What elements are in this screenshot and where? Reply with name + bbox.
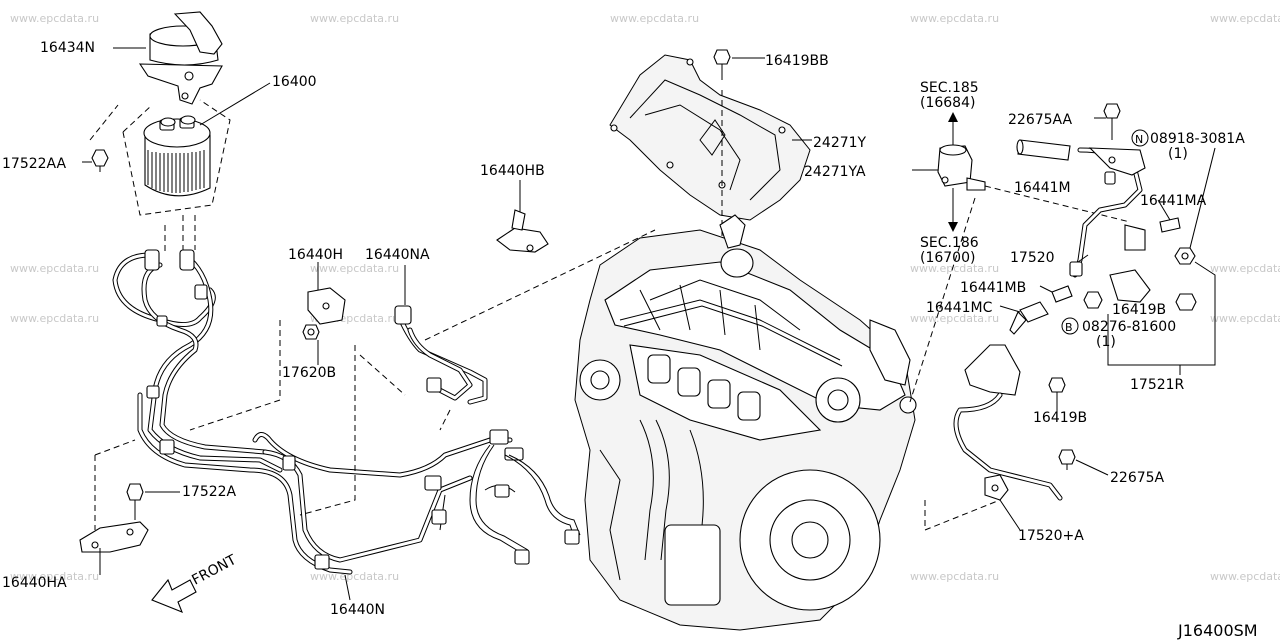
label-24271Y: 24271Y <box>813 135 867 151</box>
fuel-filter-drawing <box>143 115 211 197</box>
fuel-pipe-17520A <box>953 344 1063 501</box>
fuel-pipe-left <box>112 249 524 575</box>
label-22675AA: 22675AA <box>1008 112 1073 128</box>
label-16441M: 16441M <box>1014 180 1071 196</box>
hose-16441M <box>1016 139 1071 161</box>
label-17520: 17520 <box>1010 250 1055 266</box>
watermark-text: www.epcdata.ru <box>10 262 99 275</box>
label-sec185-ref: (16684) <box>920 95 975 111</box>
watermark-text: www.epcdata.ru <box>1210 570 1280 583</box>
label-16441MA: 16441MA <box>1140 193 1207 209</box>
label-08276-81600: 08276-81600 <box>1082 319 1176 335</box>
watermark-text: www.epcdata.ru <box>1210 262 1280 275</box>
bolt-22675A <box>1058 449 1076 470</box>
engine-cover-24271Y <box>609 54 811 221</box>
bolt-16419BB <box>713 49 731 80</box>
bracket-16440HA <box>79 521 149 553</box>
watermark-text: www.epcdata.ru <box>1210 12 1280 25</box>
diagram-code: J16400SM <box>1177 621 1258 640</box>
bolt-17522AA <box>91 149 109 172</box>
clip-16440NA <box>394 305 488 405</box>
label-24271YA: 24271YA <box>804 164 866 180</box>
label-16419BB: 16419BB <box>765 53 829 69</box>
watermark-text: www.epcdata.ru <box>10 12 99 25</box>
fuel-pipe-17520 <box>1069 147 1181 278</box>
engine-block-drawing <box>574 214 917 631</box>
label-16440HB: 16440HB <box>480 163 545 179</box>
label-sec186: SEC.186 <box>920 235 979 251</box>
b-mark-icon: B <box>1061 317 1079 335</box>
n-mark-text: N <box>1135 133 1143 146</box>
return-lines <box>431 444 581 565</box>
bolt-17522A <box>126 483 144 520</box>
bracket-16440HB <box>496 209 549 253</box>
label-16440H: 16440H <box>288 247 343 263</box>
label-front: FRONT <box>189 552 239 589</box>
bracket-17521R <box>1083 269 1197 311</box>
label-08276-qty: (1) <box>1096 334 1116 350</box>
watermark-text: www.epcdata.ru <box>910 12 999 25</box>
label-16419B-lower: 16419B <box>1033 410 1087 426</box>
label-17522A: 17522A <box>182 484 237 500</box>
label-16441MB: 16441MB <box>960 280 1026 296</box>
label-sec186-ref: (16700) <box>920 250 975 266</box>
bracket-16440H <box>302 287 346 340</box>
hose-16441MB <box>1051 285 1073 303</box>
label-16440HA: 16440HA <box>2 575 67 591</box>
label-22675A: 22675A <box>1110 470 1165 486</box>
label-16440NA: 16440NA <box>365 247 430 263</box>
label-17620B: 17620B <box>282 365 336 381</box>
front-arrow <box>151 578 197 613</box>
watermark-text: www.epcdata.ru <box>910 570 999 583</box>
bolt-16419B-lower <box>1048 377 1066 408</box>
label-16400: 16400 <box>272 74 317 90</box>
watermark-text: www.epcdata.ru <box>310 12 399 25</box>
bolt-22675AA <box>1103 103 1121 140</box>
watermark-text: www.epcdata.ru <box>10 570 99 583</box>
watermark-text: www.epcdata.ru <box>910 262 999 275</box>
filter-bracket-drawing <box>138 11 223 105</box>
watermark-text: www.epcdata.ru <box>310 262 399 275</box>
label-08918-3081A: 08918-3081A <box>1150 131 1245 147</box>
label-17521R: 17521R <box>1130 377 1185 393</box>
watermark-text: www.epcdata.ru <box>610 12 699 25</box>
label-08918-qty: (1) <box>1168 146 1188 162</box>
watermark-text: www.epcdata.ru <box>910 312 999 325</box>
nut-08918 <box>1174 247 1196 265</box>
label-sec185: SEC.185 <box>920 80 979 96</box>
hose-16441MC <box>1009 301 1049 335</box>
watermark-text: www.epcdata.ru <box>10 312 99 325</box>
watermark-text: www.epcdata.ru <box>1210 312 1280 325</box>
sensor-24271YA <box>937 144 986 191</box>
label-16440N: 16440N <box>330 602 385 618</box>
label-17522AA: 17522AA <box>2 156 67 172</box>
label-16441MC: 16441MC <box>926 300 993 316</box>
label-16419B-upper: 16419B <box>1112 302 1166 318</box>
label-17520-plus-A: 17520+A <box>1018 528 1084 544</box>
label-16434N: 16434N <box>40 40 95 56</box>
watermark-text: www.epcdata.ru <box>310 570 399 583</box>
n-mark-icon: N <box>1131 129 1149 147</box>
b-mark-text: B <box>1065 321 1073 334</box>
